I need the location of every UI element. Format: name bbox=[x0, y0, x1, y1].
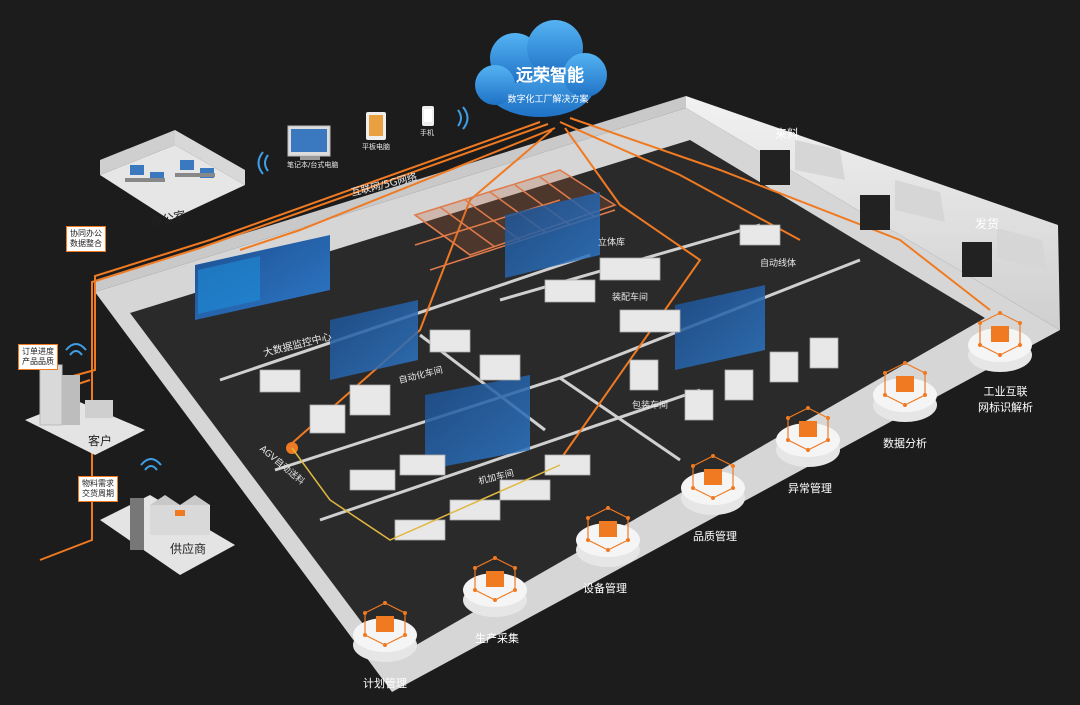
supplier-building bbox=[100, 495, 235, 575]
customer-building bbox=[25, 364, 145, 455]
module-label: 计划管理 bbox=[363, 677, 407, 690]
industrial-internet-icon bbox=[991, 326, 1009, 342]
module-quality-icon bbox=[681, 454, 745, 515]
machines bbox=[259, 224, 839, 541]
area-packing: 包装车间 bbox=[632, 401, 669, 411]
area-assembly: 装配车间 bbox=[612, 293, 649, 303]
incoming-label: 来料 bbox=[775, 127, 800, 141]
pc-icon bbox=[287, 125, 331, 160]
incoming-truck bbox=[760, 140, 845, 185]
office-tag: 协同办公 数据整合 bbox=[66, 226, 106, 252]
module-label: 工业互联网标识解析 bbox=[978, 385, 1033, 414]
screen-automation bbox=[330, 300, 418, 380]
module-pedestals bbox=[353, 311, 1032, 662]
wifi-icon bbox=[65, 106, 469, 471]
supplier-label: 供应商 bbox=[170, 542, 207, 556]
production-collect-icon bbox=[486, 571, 504, 587]
module-label: 数据分析 bbox=[883, 437, 927, 450]
factory-floor bbox=[130, 140, 985, 660]
alert-icon bbox=[799, 421, 817, 437]
tablet-icon bbox=[366, 112, 386, 140]
cloud-shape bbox=[475, 20, 607, 117]
area-warehouse: 立体库 bbox=[598, 238, 626, 248]
module-plan-icon bbox=[353, 601, 417, 662]
quality-icon bbox=[704, 469, 722, 485]
data-analysis-icon bbox=[896, 376, 914, 392]
customer-label: 客户 bbox=[88, 434, 113, 448]
equipment-icon bbox=[599, 521, 617, 537]
agv-path bbox=[291, 447, 561, 541]
module-label: 品质管理 bbox=[693, 530, 737, 543]
pc-label: 笔记本/台式电脑 bbox=[287, 161, 339, 169]
cloud-subtitle: 数字化工厂解决方案 bbox=[507, 95, 589, 105]
big-screen-wall bbox=[195, 235, 330, 320]
supplier-tag: 物料需求 交货周期 bbox=[78, 476, 118, 502]
module-equipment-icon bbox=[576, 506, 640, 567]
customer-tag: 订单进度 产品品质 bbox=[18, 344, 58, 370]
phone-icon bbox=[422, 106, 434, 126]
shipping-truck-2 bbox=[962, 228, 1047, 277]
module-alert-icon bbox=[776, 406, 840, 467]
module-production-collect-icon bbox=[463, 556, 527, 617]
module-label: 生产采集 bbox=[475, 632, 519, 645]
phone-label: 手机 bbox=[420, 129, 434, 137]
area-auto-line: 自动线体 bbox=[760, 259, 797, 269]
module-data-analysis-icon bbox=[873, 361, 937, 422]
screen-assembly bbox=[675, 285, 765, 370]
module-label: 异常管理 bbox=[788, 482, 832, 495]
office-room bbox=[100, 130, 245, 220]
module-industrial-internet-icon bbox=[968, 311, 1032, 372]
screen-machining bbox=[425, 375, 530, 470]
screen-warehouse bbox=[505, 192, 600, 278]
tablet-label: 平板电脑 bbox=[362, 143, 390, 151]
cloud-title: 远荣智能 bbox=[516, 66, 584, 86]
module-label: 设备管理 bbox=[583, 582, 627, 595]
plan-icon bbox=[376, 616, 394, 632]
shipping-truck-1 bbox=[860, 180, 945, 230]
shipping-label: 发货 bbox=[975, 217, 1000, 231]
